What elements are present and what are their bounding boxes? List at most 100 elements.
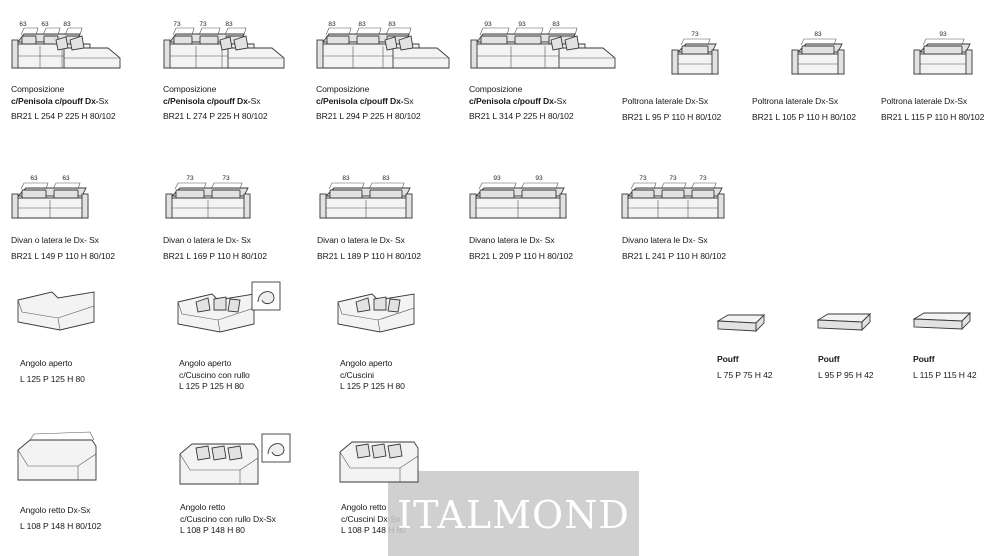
sofa-1-label: Divan o latera le Dx- Sx BR21 L 149 P 11… xyxy=(11,235,115,262)
headrest-frame xyxy=(690,182,717,190)
headrest-frame xyxy=(630,182,657,190)
label-line: Sx xyxy=(556,95,567,106)
back-cushion xyxy=(691,189,715,199)
sofa-back xyxy=(169,33,245,43)
label-dims: L 108 P 148 H 80 xyxy=(341,525,406,535)
back-cushion xyxy=(225,35,245,45)
sofa-arm xyxy=(717,193,725,219)
sofa-arm xyxy=(319,193,327,219)
sofa-drawing xyxy=(11,182,89,219)
dimension-label: 83 xyxy=(814,31,822,38)
sofa-back xyxy=(474,187,565,197)
pouff-side xyxy=(861,312,871,332)
pillow xyxy=(227,298,241,313)
headrest-frame xyxy=(660,182,687,190)
dimension-label: 73 xyxy=(173,21,181,28)
dimension-label: 93 xyxy=(939,31,947,38)
back-cushion xyxy=(521,189,557,199)
label-line: c/Cuscini Dx-Sx xyxy=(341,513,401,524)
sofa-5-label: Divano latera le Dx- Sx BR21 L 241 P 110… xyxy=(622,235,726,262)
dimension-label: 83 xyxy=(552,21,560,28)
pouff-drawing xyxy=(912,311,972,331)
right-corner-drawing xyxy=(17,431,97,481)
sofa-back xyxy=(322,33,410,43)
sofa-base xyxy=(671,53,719,75)
label-dims: BR21 L 189 P 110 H 80/102 xyxy=(317,250,421,261)
pouff-top xyxy=(816,313,872,323)
pillow xyxy=(371,443,387,459)
label-dims: L 125 P 125 H 80 xyxy=(340,381,405,391)
headrest-frame xyxy=(20,27,39,36)
sofa-arm xyxy=(671,49,679,75)
pouff-top xyxy=(912,312,972,322)
sofa-back xyxy=(918,43,971,53)
sofa-base xyxy=(165,197,251,219)
label-dims: BR21 L 241 P 110 H 80/102 xyxy=(622,250,726,261)
label-dims: BR21 L 149 P 110 H 80/102 xyxy=(11,250,115,261)
back-cushion xyxy=(801,45,835,55)
back-cushion xyxy=(65,35,81,45)
open-corner-drawing xyxy=(337,293,415,333)
headrest-frame xyxy=(368,182,405,190)
chaise xyxy=(558,47,616,69)
dimension-label: 73 xyxy=(222,175,230,182)
dimension-label: 73 xyxy=(691,31,699,38)
label-dims: BR21 L 314 P 225 H 80/102 xyxy=(469,111,574,121)
label-line: c/Cuscino con rullo Dx-Sx xyxy=(180,513,276,524)
label-line: c/Penisola c/pouff Dx- xyxy=(469,95,557,106)
composition-3-label: Composizione c/Penisola c/pouff Dx-Sx BR… xyxy=(316,84,421,123)
pillow xyxy=(373,296,387,311)
sofa-back xyxy=(170,187,249,197)
corner-base xyxy=(177,293,255,333)
sofa-drawing xyxy=(469,182,567,219)
headrest-frame xyxy=(478,182,517,190)
sofa-3-label: Divan o latera le Dx- Sx BR21 L 189 P 11… xyxy=(317,235,421,262)
back-cushion xyxy=(329,189,363,199)
open-corner-2-label: Angolo aperto c/Cuscino con rullo L 125 … xyxy=(179,358,250,393)
label-line: Composizione xyxy=(11,84,65,94)
back-cushion xyxy=(480,35,508,45)
sofa-base xyxy=(11,197,89,219)
composition-drawing xyxy=(316,27,450,69)
pillow xyxy=(355,297,371,313)
sofa-drawing xyxy=(165,182,251,219)
back-cushion xyxy=(356,35,380,45)
label-line: Angolo aperto xyxy=(340,358,393,368)
composition-4-label: Composizione c/Penisola c/pouff Dx-Sx BR… xyxy=(469,84,574,123)
sofa-arm xyxy=(711,49,719,75)
sofa-arm xyxy=(470,39,478,69)
label-dims: L 125 P 125 H 80 xyxy=(179,381,244,391)
sofa-back xyxy=(676,43,717,53)
pillow xyxy=(398,35,414,51)
pouff-side xyxy=(961,311,971,331)
headrest-frame xyxy=(680,38,711,46)
sofa-arm xyxy=(81,193,89,219)
sofa-base xyxy=(621,197,725,219)
pillow xyxy=(219,36,233,51)
back-cushion xyxy=(53,189,79,199)
label-dims: BR21 L 95 P 110 H 80/102 xyxy=(622,111,722,122)
composition-1-label: Composizione c/Penisola c/pouff Dx-Sx BR… xyxy=(11,84,116,123)
back-cushion xyxy=(631,189,655,199)
back-cushion xyxy=(479,189,515,199)
sofa-base xyxy=(316,43,420,69)
right-corner-1-label: Angolo retto Dx-Sx L 108 P 148 H 80/102 xyxy=(20,505,101,532)
sofa-back xyxy=(324,187,411,197)
headrest-frame xyxy=(52,182,81,190)
label-dims: BR21 L 169 P 110 H 80/102 xyxy=(163,250,267,261)
armchair-2-label: Poltrona laterale Dx-Sx BR21 L 105 P 110… xyxy=(752,96,856,123)
pillow xyxy=(55,36,69,51)
headrest-frame xyxy=(800,38,837,46)
sofa-arm xyxy=(791,49,799,75)
dimension-label: 83 xyxy=(63,21,71,28)
label-dims: L 108 P 148 H 80/102 xyxy=(20,520,102,531)
back-cushion xyxy=(514,35,542,45)
pillow xyxy=(195,297,211,313)
headrest-frame xyxy=(42,27,61,36)
open-corner-drawing xyxy=(17,291,95,331)
dimension-label: 73 xyxy=(639,175,647,182)
label-line: Pouff xyxy=(818,354,840,364)
sofa-base xyxy=(470,43,586,69)
seat-line xyxy=(339,451,419,469)
label-line: Composizione xyxy=(316,84,370,94)
